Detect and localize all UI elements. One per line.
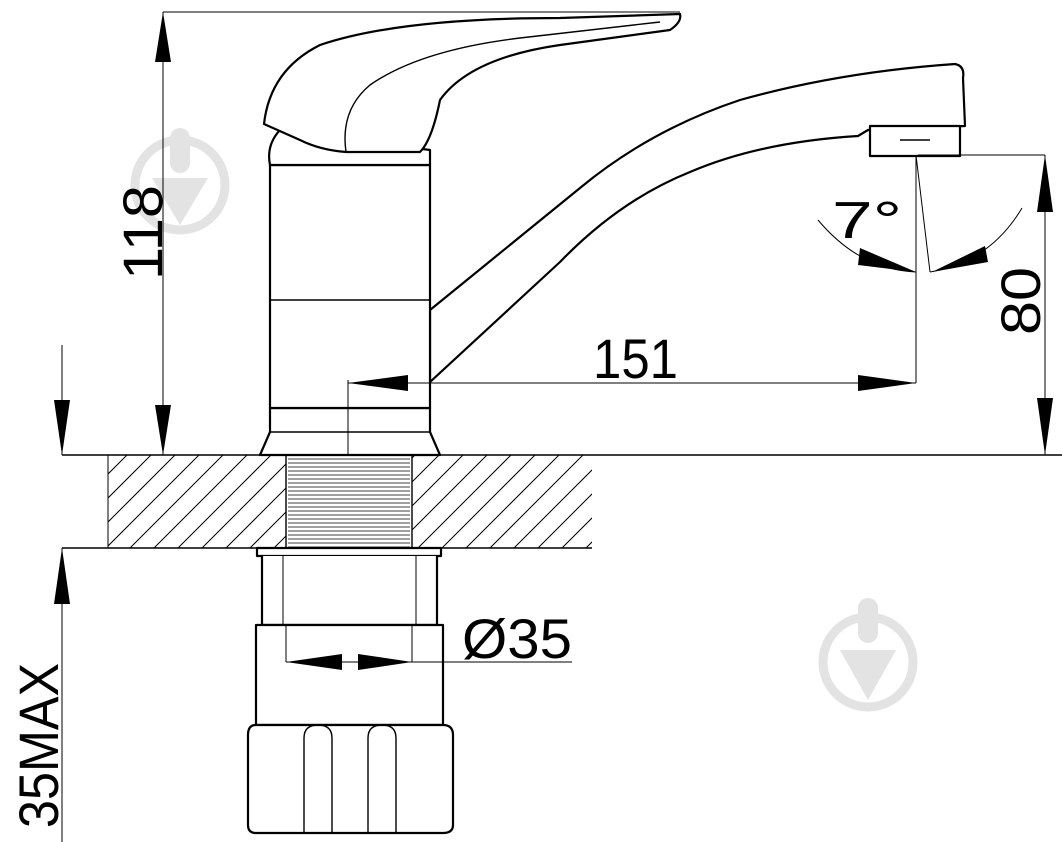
section-hatch-line [417, 455, 512, 548]
section-hatch-line [108, 455, 200, 547]
section-hatch-line [108, 455, 128, 475]
section-hatch-line [682, 455, 775, 548]
fixing-washer [255, 546, 443, 558]
section-hatch-line [561, 517, 592, 548]
dimension-spout-angle: 7° [817, 154, 1023, 273]
spout [428, 62, 967, 384]
handle-lever [262, 12, 682, 154]
max-thickness-label: 35MAX [7, 663, 70, 828]
fixing-sleeve [260, 556, 439, 627]
dimension-spout-reach: 151 [348, 327, 916, 391]
dimension-thread-diameter: Ø35 [285, 607, 572, 670]
section-hatch-line [610, 455, 703, 548]
section-hatch-line [513, 469, 592, 548]
dimension-spout-height: 80 [915, 154, 1053, 455]
section-hatch-line [201, 455, 296, 548]
fixing-nut [246, 623, 455, 835]
spout-height-label: 80 [989, 267, 1052, 335]
faucet-base [258, 406, 442, 457]
section-hatch-line [153, 455, 248, 548]
spout-reach-label: 151 [593, 327, 678, 390]
section-hatch-line [441, 455, 536, 548]
section-hatch-line [465, 455, 560, 548]
spout-angle-label: 7° [832, 192, 902, 250]
section-hatch-line [108, 455, 152, 499]
section-hatch-line [129, 455, 224, 548]
height-total-label: 118 [111, 185, 174, 280]
section-hatch-line [108, 455, 176, 523]
section-hatch-line [634, 455, 727, 548]
section-hatch-line [585, 541, 592, 548]
dimension-max-thickness: 35MAX [7, 345, 70, 842]
watermark-icon-bottom [818, 598, 918, 712]
section-hatch-line [706, 455, 799, 548]
section-hatch-line [489, 455, 584, 548]
section-hatch-line [177, 455, 272, 548]
section-hatch-line [10, 455, 103, 548]
countertop-section [10, 454, 1062, 549]
faucet-body [268, 128, 432, 410]
dimension-total-height: 118 [111, 11, 680, 455]
thread-diameter-label: Ø35 [462, 607, 572, 670]
section-hatch-line [658, 455, 751, 548]
watermark-icon-top [130, 128, 230, 235]
section-hatch-line [537, 493, 592, 548]
